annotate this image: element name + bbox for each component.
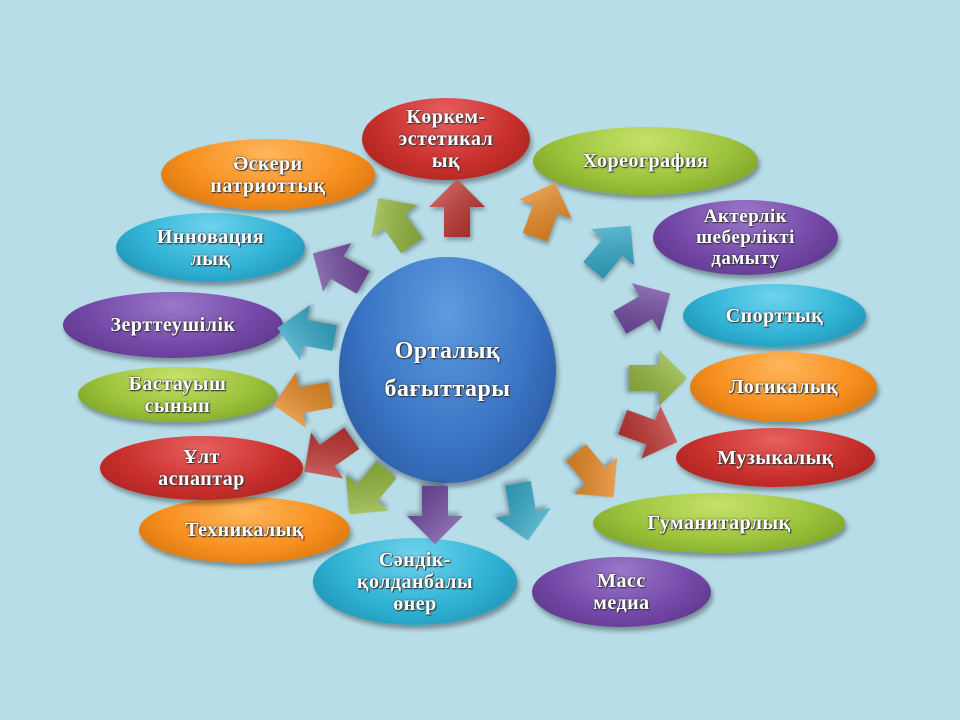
node-sandik: Сәндік- қолданбалы өнер (313, 538, 517, 625)
arrow-icon (507, 172, 584, 249)
arrow-icon (353, 180, 437, 264)
arrow-icon (297, 227, 379, 309)
node-askeri: Әскери патриоттық (161, 139, 375, 210)
arrow-icon (405, 485, 465, 545)
arrow-icon (271, 298, 341, 368)
arrow-icon (612, 394, 689, 471)
node-mass-media: Масс медиа (532, 557, 711, 627)
node-zertteushilik: Зерттеушілік (63, 292, 283, 358)
node-akterlik: Актерлік шеберлікті дамыту (653, 200, 838, 275)
node-innovatsiyalyk: Инновация лық (116, 213, 305, 282)
arrow-icon (488, 477, 558, 547)
arrow-icon (286, 413, 370, 497)
node-korkem-estetikalyk: Көркем- эстетикал ық (362, 98, 530, 180)
node-khoreografiya: Хореография (533, 127, 758, 195)
node-muzykalyk: Музыкалық (676, 428, 875, 487)
node-sporttyk: Спорттық (683, 284, 866, 347)
arrow-icon (553, 433, 638, 518)
center-node: Орталық бағыттары (339, 257, 556, 483)
arrow-icon (326, 450, 411, 535)
node-tekhnikalyk: Техникалық (139, 497, 350, 563)
arrow-icon (604, 267, 686, 349)
arrow-icon (427, 178, 487, 238)
arrow-icon (628, 348, 688, 408)
node-gumanitarlyk: Гуманитарлық (593, 493, 845, 553)
node-ult-aspaptar: Ұлт аспаптар (100, 436, 303, 500)
arrow-icon (570, 206, 655, 291)
arrow-icon (267, 365, 337, 435)
node-logikalyk: Логикалық (690, 352, 877, 422)
node-bastauysh: Бастауыш сынып (78, 367, 277, 422)
